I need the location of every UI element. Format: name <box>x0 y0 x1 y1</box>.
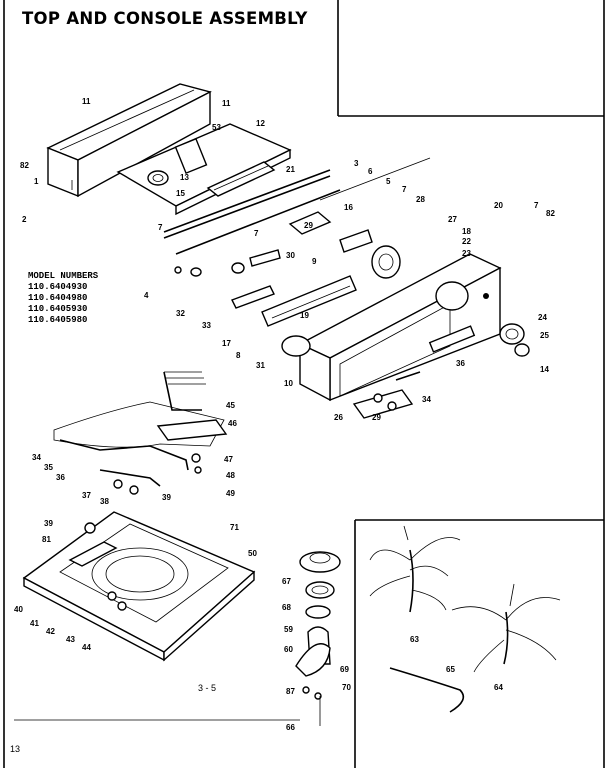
callout: 34 <box>32 453 41 462</box>
callout: 20 <box>494 201 503 210</box>
agitator-parts <box>295 551 341 726</box>
callout: 49 <box>226 489 235 498</box>
wiring-harness <box>53 371 228 495</box>
callout: 29 <box>372 413 381 422</box>
callout: 44 <box>82 643 91 652</box>
callout: 11 <box>82 97 91 106</box>
callout: 18 <box>462 227 471 236</box>
callout: 35 <box>44 463 53 472</box>
callout: 48 <box>226 471 235 480</box>
callout: 82 <box>20 161 29 170</box>
callout: 19 <box>300 311 309 320</box>
callout: 81 <box>42 535 51 544</box>
callout: 4 <box>144 291 149 300</box>
callout: 46 <box>228 419 237 428</box>
callout: 9 <box>312 257 317 266</box>
callout: 68 <box>282 603 291 612</box>
callout: 41 <box>30 619 39 628</box>
callout: 67 <box>282 577 291 586</box>
callout: 32 <box>176 309 185 318</box>
callout: 47 <box>224 455 233 464</box>
page-reference: 3 - 5 <box>198 683 217 693</box>
callout: 2 <box>22 215 27 224</box>
callout: 29 <box>304 221 313 230</box>
callout: 5 <box>386 177 391 186</box>
model-number: 110.6405980 <box>28 315 88 325</box>
callout: 6 <box>368 167 373 176</box>
corner-mark: 13 <box>10 744 21 754</box>
rear-top-panel <box>46 83 212 198</box>
callout: 40 <box>14 605 23 614</box>
callout: 30 <box>286 251 295 260</box>
console-panel <box>281 253 530 402</box>
callout-labels: 11 11 12 1 82 2 53 13 15 21 7 3 6 5 7 16… <box>14 97 555 732</box>
callout: 27 <box>448 215 457 224</box>
callout: 59 <box>284 625 293 634</box>
callout: 87 <box>286 687 295 696</box>
callout: 7 <box>158 223 163 232</box>
callout: 69 <box>340 665 349 674</box>
callout: 71 <box>230 523 239 532</box>
callout: 17 <box>222 339 231 348</box>
callout: 39 <box>162 493 171 502</box>
console-hardware <box>174 229 401 327</box>
callout: 26 <box>334 413 343 422</box>
callout: 16 <box>344 203 353 212</box>
callout: 70 <box>342 683 351 692</box>
model-number: 110.6405930 <box>28 304 88 314</box>
callout: 34 <box>422 395 431 404</box>
frame-lines <box>3 0 605 768</box>
callout: 3 <box>354 159 359 168</box>
callout: 8 <box>236 351 241 360</box>
washer-top <box>22 511 256 662</box>
console-rails <box>163 157 431 255</box>
callout: 14 <box>540 365 549 374</box>
control-shelf <box>116 123 292 216</box>
callout: 11 <box>222 99 231 108</box>
callout: 31 <box>256 361 265 370</box>
model-numbers-list: MODEL NUMBERS 110.6404930 110.6404980 11… <box>28 271 98 326</box>
callout: 60 <box>284 645 293 654</box>
callout: 1 <box>34 177 39 186</box>
callout: 50 <box>248 549 257 558</box>
model-number: 110.6404980 <box>28 293 88 303</box>
console-bracket <box>352 371 421 419</box>
callout: 7 <box>254 229 259 238</box>
callout: 10 <box>284 379 293 388</box>
callout: 22 <box>462 237 471 246</box>
callout: 42 <box>46 627 55 636</box>
callout: 23 <box>462 249 471 258</box>
callout: 21 <box>286 165 295 174</box>
callout: 24 <box>538 313 547 322</box>
callout: 53 <box>212 123 221 132</box>
callout: 38 <box>100 497 109 506</box>
callout: 37 <box>82 491 91 500</box>
callout: 43 <box>66 635 75 644</box>
wire-bundles <box>369 525 561 713</box>
callout: 7 <box>402 185 407 194</box>
model-numbers-heading: MODEL NUMBERS <box>28 271 99 281</box>
callout: 12 <box>256 119 265 128</box>
callout: 39 <box>44 519 53 528</box>
diagram-title: TOP AND CONSOLE ASSEMBLY <box>22 9 308 28</box>
callout: 64 <box>494 683 503 692</box>
callout: 82 <box>546 209 555 218</box>
callout: 36 <box>456 359 465 368</box>
callout: 45 <box>226 401 235 410</box>
model-number: 110.6404930 <box>28 282 88 292</box>
callout: 13 <box>180 173 189 182</box>
callout: 25 <box>540 331 549 340</box>
callout: 28 <box>416 195 425 204</box>
callout: 66 <box>286 723 295 732</box>
callout: 15 <box>176 189 185 198</box>
callout: 36 <box>56 473 65 482</box>
callout: 7 <box>534 201 539 210</box>
callout: 33 <box>202 321 211 330</box>
callout: 65 <box>446 665 455 674</box>
callout: 63 <box>410 635 419 644</box>
